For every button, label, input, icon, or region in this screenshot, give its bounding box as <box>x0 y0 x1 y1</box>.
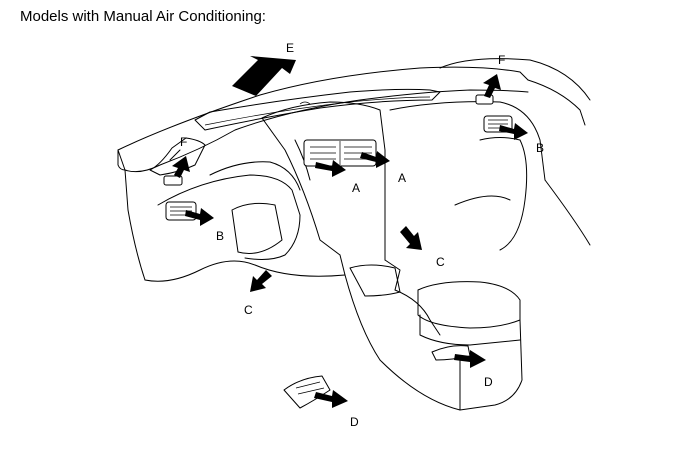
label-C-right: C <box>436 255 445 269</box>
label-B-left: B <box>216 229 224 243</box>
label-A-right: A <box>398 171 406 185</box>
label-F-left: F <box>180 135 187 149</box>
diagram-title: Models with Manual Air Conditioning: <box>20 8 266 25</box>
label-B-right: B <box>536 141 544 155</box>
left-lower-dash <box>144 161 346 282</box>
arrow-C-right <box>400 226 422 250</box>
airflow-arrows <box>172 56 528 408</box>
label-D-right: D <box>484 375 493 389</box>
arrow-D-rear <box>314 390 348 408</box>
label-E: E <box>286 41 294 55</box>
diagram-labels: E F F B B A A C C D D <box>180 41 544 429</box>
console-armrest <box>417 281 523 411</box>
label-D-rear: D <box>350 415 359 429</box>
arrow-F-right <box>483 74 501 98</box>
defroster-strip <box>194 88 441 131</box>
center-vents <box>303 139 377 167</box>
arrow-B-left <box>185 208 214 226</box>
arrow-D-right <box>454 350 486 368</box>
arrow-F-left <box>172 156 190 178</box>
center-stack <box>261 101 461 411</box>
arrow-A-left <box>315 160 346 177</box>
arrow-A-right <box>360 151 390 168</box>
arrow-E <box>232 56 296 96</box>
arrow-C-left <box>250 270 272 292</box>
label-F-right: F <box>498 53 505 67</box>
label-A-left: A <box>352 181 360 195</box>
arrow-B-right <box>499 123 528 140</box>
right-lower-dash <box>389 101 591 251</box>
label-C-left: C <box>244 303 253 317</box>
